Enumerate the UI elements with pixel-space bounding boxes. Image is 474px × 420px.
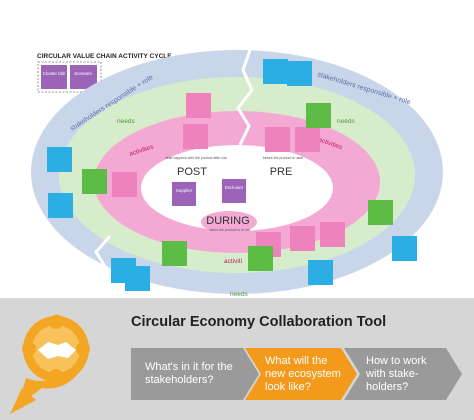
step-work-with-line3: holders? (366, 380, 409, 393)
pre-caption: before the product is used (263, 156, 304, 160)
sticky-note[interactable] (82, 169, 107, 194)
phase-during: DURING (206, 215, 249, 227)
needs-label-left: needs (117, 118, 135, 125)
note-supplier[interactable] (172, 182, 196, 206)
sticky-note[interactable] (368, 200, 393, 225)
sticky-note[interactable] (306, 103, 331, 128)
palette-note-scenario[interactable] (70, 65, 97, 89)
during-bubble (201, 211, 257, 233)
step-work-with-line1: How to work (366, 354, 427, 367)
tool-banner: Circular Economy Collaboration Tool What… (0, 298, 474, 420)
note-end-user[interactable] (222, 179, 246, 203)
cycle-break-line-bottom (90, 235, 112, 285)
step-ecosystem-line3: look like? (265, 380, 311, 393)
sticky-note[interactable] (290, 226, 315, 251)
step-ecosystem[interactable]: What will the new ecosystem look like? (245, 348, 357, 400)
palette-note-cluster-label: Cluster title (43, 71, 66, 76)
note-supplier-label: Supplier (176, 188, 193, 193)
sticky-note[interactable] (47, 147, 72, 172)
sticky-note[interactable] (320, 222, 345, 247)
sticky-note[interactable] (186, 93, 211, 118)
step-work-with-line2: with stake- (366, 367, 419, 380)
sticky-note[interactable] (308, 260, 333, 285)
step-ecosystem-line1: What will the (265, 354, 328, 367)
step-stakeholders[interactable]: What's in it for the stakeholders? (131, 348, 259, 400)
sticky-note[interactable] (162, 241, 187, 266)
sticky-note[interactable] (295, 127, 320, 152)
needs-label-bottom: needs (230, 291, 248, 298)
post-caption: what happens with the product after use (165, 156, 227, 160)
activity-cycle-canvas: CIRCULAR VALUE CHAIN ACTIVITY CYCLE Clus… (31, 49, 443, 298)
step-ecosystem-line2: new ecosystem (265, 367, 341, 380)
sticky-note[interactable] (287, 61, 312, 86)
needs-label-right: needs (337, 118, 355, 125)
handshake-icon (10, 314, 90, 414)
canvas-title: CIRCULAR VALUE CHAIN ACTIVITY CYCLE (37, 53, 172, 60)
sticky-note[interactable] (112, 172, 137, 197)
sticky-note[interactable] (265, 127, 290, 152)
sticky-note[interactable] (183, 124, 208, 149)
phase-post: POST (177, 166, 207, 178)
during-caption: when the product is in use (210, 228, 251, 232)
palette-note-cluster[interactable] (41, 65, 67, 89)
cycle-break-line (236, 49, 254, 146)
step-work-with[interactable]: How to work with stake- holders? (344, 348, 462, 400)
sticky-note[interactable] (248, 246, 273, 271)
palette-note-scenario-label: Scenario (74, 71, 92, 76)
step-stakeholders-line1: What's in it for the (145, 361, 233, 373)
note-end-user-label: End-user (225, 185, 244, 190)
sticky-note[interactable] (125, 266, 150, 291)
note-palette (37, 61, 102, 93)
sticky-note[interactable] (48, 193, 73, 218)
tool-title: Circular Economy Collaboration Tool (131, 314, 387, 330)
phase-pre: PRE (270, 166, 293, 178)
activities-label-bottom: activiti (224, 258, 242, 265)
sticky-note[interactable] (392, 236, 417, 261)
sticky-note[interactable] (263, 59, 288, 84)
step-stakeholders-line2: stakeholders? (145, 374, 214, 386)
